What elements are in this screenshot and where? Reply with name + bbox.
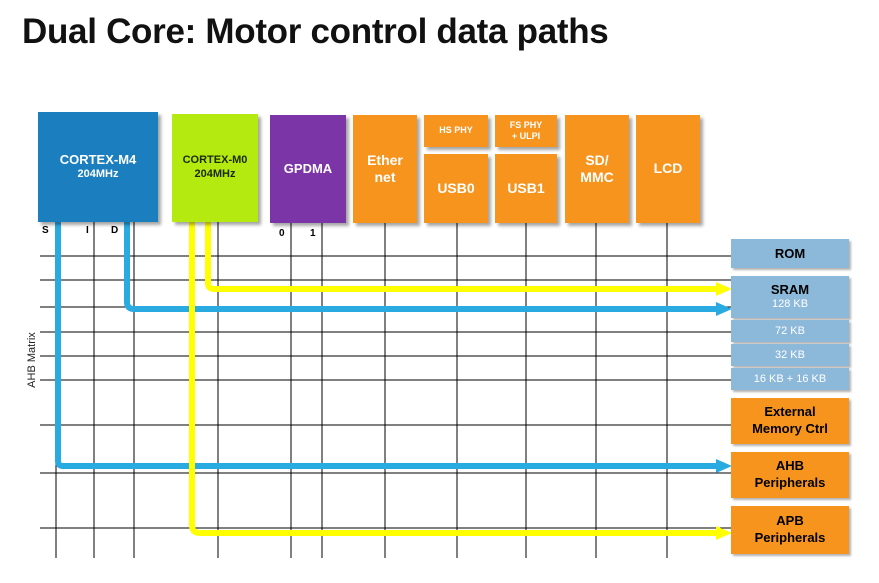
ahb-arrowhead bbox=[716, 459, 732, 473]
cortex-m0-freq: 204MHz bbox=[194, 168, 236, 180]
sram-72kb-label: 72 KB bbox=[775, 325, 805, 337]
port-s-label: S bbox=[42, 225, 49, 236]
port-i-label: I bbox=[86, 225, 89, 236]
sram-32kb-block: 32 KB bbox=[731, 344, 849, 366]
sram-16kb-block: 16 KB + 16 KB bbox=[731, 368, 849, 390]
apb-peripherals-line1: APB bbox=[776, 513, 804, 529]
rom-block: ROM bbox=[731, 239, 849, 268]
ahb-peripherals-line2: Peripherals bbox=[754, 475, 826, 490]
page-title: Dual Core: Motor control data paths bbox=[22, 12, 609, 51]
sram-16kb-label: 16 KB + 16 KB bbox=[753, 373, 827, 385]
cortex-m4-label: CORTEX-M4 bbox=[59, 152, 137, 167]
apb-peripherals-line2: Peripherals bbox=[754, 530, 826, 545]
gpdma-label: GPDMA bbox=[283, 160, 333, 176]
sram-128kb: 128 KB bbox=[771, 298, 809, 311]
fsphy-block: FS PHY + ULPI bbox=[495, 115, 557, 147]
ahb-matrix-label: AHB Matrix bbox=[25, 332, 38, 388]
sram-arrowhead-blue bbox=[716, 302, 732, 316]
usb0-block: USB0 bbox=[424, 154, 488, 223]
hsphy-block: HS PHY bbox=[424, 115, 488, 147]
sram-label: SRAM bbox=[770, 282, 810, 297]
usb1-label: USB1 bbox=[507, 179, 545, 196]
ethernet-label-line1: Ether bbox=[367, 151, 403, 168]
usb0-label: USB0 bbox=[437, 179, 475, 196]
ahb-peripherals-block: AHB Peripherals bbox=[731, 452, 849, 498]
apb-arrowhead bbox=[716, 526, 732, 540]
emc-label-line2: Memory Ctrl bbox=[752, 421, 828, 436]
hsphy-label: HS PHY bbox=[439, 125, 473, 136]
usb1-block: USB1 bbox=[495, 154, 557, 223]
emc-label-line1: External bbox=[764, 404, 816, 420]
m4-data-paths bbox=[55, 222, 718, 469]
m0-data-paths bbox=[189, 222, 718, 536]
ethernet-label-line2: net bbox=[374, 169, 396, 185]
rom-label: ROM bbox=[774, 246, 806, 261]
sram-32kb-label: 32 KB bbox=[775, 349, 805, 361]
cortex-m4-block: CORTEX-M4 204MHz bbox=[38, 112, 158, 222]
sram-arrowhead-yellow bbox=[716, 282, 732, 296]
ahb-peripherals-line1: AHB bbox=[775, 458, 805, 474]
sram-block: SRAM 128 KB bbox=[731, 276, 849, 318]
cortex-m0-block: CORTEX-M0 204MHz bbox=[172, 114, 258, 222]
matrix-columns bbox=[55, 222, 668, 558]
sdmmc-block: SD/ MMC bbox=[565, 115, 629, 223]
lcd-label: LCD bbox=[653, 160, 683, 177]
port-0-label: 0 bbox=[279, 228, 285, 239]
cortex-m0-label: CORTEX-M0 bbox=[182, 154, 248, 167]
lcd-block: LCD bbox=[636, 115, 700, 223]
matrix-rows bbox=[40, 255, 735, 529]
port-d-label: D bbox=[111, 225, 119, 236]
sdmmc-label-line2: MMC bbox=[580, 169, 614, 185]
gpdma-block: GPDMA bbox=[270, 115, 346, 223]
fsphy-label-line1: FS PHY bbox=[509, 119, 543, 130]
sram-72kb-block: 72 KB bbox=[731, 320, 849, 342]
port-1-label: 1 bbox=[310, 228, 316, 239]
sdmmc-label-line1: SD/ bbox=[585, 151, 609, 168]
apb-peripherals-block: APB Peripherals bbox=[731, 506, 849, 554]
ethernet-block: Ether net bbox=[353, 115, 417, 223]
fsphy-label-line2: + ULPI bbox=[511, 131, 541, 141]
cortex-m4-freq: 204MHz bbox=[77, 168, 119, 181]
emc-block: External Memory Ctrl bbox=[731, 398, 849, 444]
